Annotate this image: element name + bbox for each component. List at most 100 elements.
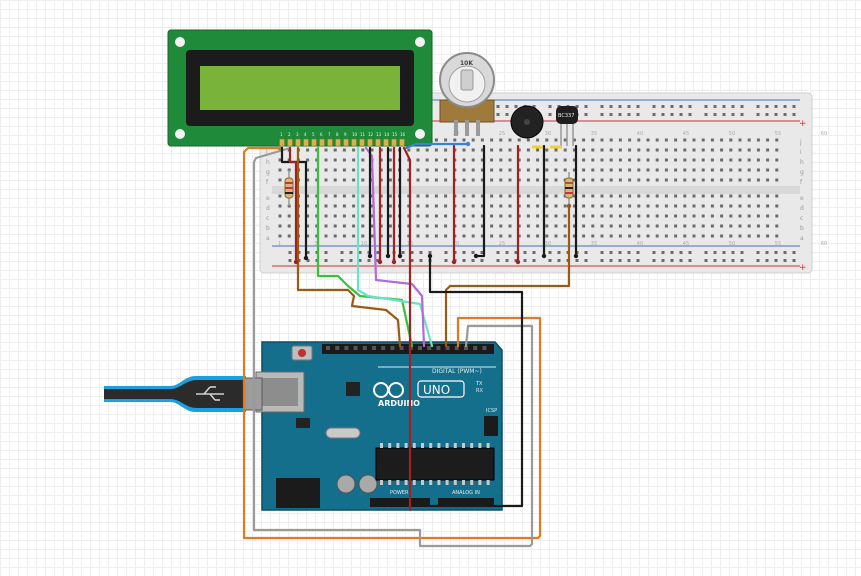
hole: [729, 148, 733, 152]
resistor: [284, 170, 294, 206]
row-label: i: [800, 149, 802, 156]
hole: [508, 214, 512, 218]
hole: [582, 168, 586, 172]
hole: [428, 251, 432, 254]
capacitor: [358, 474, 378, 494]
hole: [618, 224, 622, 228]
chip-leg: [486, 480, 490, 485]
hole: [361, 234, 365, 238]
hole: [557, 251, 561, 254]
hole: [756, 204, 760, 208]
header-pin: [353, 346, 358, 350]
chip-leg: [412, 443, 416, 448]
hole: [505, 105, 509, 108]
hole: [683, 138, 687, 142]
hole: [688, 259, 692, 262]
analog-header: [438, 498, 494, 507]
hole: [388, 178, 392, 182]
hole: [508, 234, 512, 238]
hole: [722, 105, 726, 108]
hole: [508, 168, 512, 172]
hole: [324, 158, 328, 162]
column-label: 45: [683, 241, 689, 247]
hole: [679, 113, 683, 116]
hole: [637, 194, 641, 198]
hole: [517, 204, 521, 208]
hole: [517, 168, 521, 172]
hole: [352, 194, 356, 198]
hole: [710, 234, 714, 238]
wire-gray: [252, 146, 534, 548]
hole: [652, 259, 656, 262]
hole: [526, 138, 530, 142]
hole: [526, 204, 530, 208]
hole: [536, 158, 540, 162]
hole: [333, 158, 337, 162]
hole: [315, 234, 319, 238]
hole: [554, 138, 558, 142]
hole: [505, 113, 509, 116]
row-label: c: [266, 215, 269, 222]
hole: [444, 224, 448, 228]
hole: [766, 178, 770, 182]
row-label: b: [800, 225, 804, 232]
hole: [554, 204, 558, 208]
hole: [591, 148, 595, 152]
hole: [661, 251, 665, 254]
hole: [582, 194, 586, 198]
hole: [508, 138, 512, 142]
hole: [548, 259, 552, 262]
hole: [536, 224, 540, 228]
wire-end: [377, 259, 383, 265]
hole: [545, 214, 549, 218]
hole: [710, 214, 714, 218]
hole: [655, 204, 659, 208]
hole: [720, 214, 724, 218]
hole: [434, 168, 438, 172]
hole: [618, 148, 622, 152]
lcd-pin-label: 4: [304, 132, 307, 137]
hole: [692, 224, 696, 228]
hole: [306, 234, 310, 238]
row-label: g: [266, 169, 270, 176]
chip-leg: [478, 480, 482, 485]
wire-end: [293, 259, 299, 265]
row-label: d: [266, 205, 270, 212]
hole: [674, 158, 678, 162]
hole: [434, 138, 438, 142]
hole: [591, 204, 595, 208]
analog-label: ANALOG IN: [452, 490, 480, 496]
hole: [315, 194, 319, 198]
row-label: i: [266, 149, 268, 156]
hole: [324, 259, 328, 262]
hole: [278, 224, 282, 228]
hole: [670, 113, 674, 116]
hole: [692, 204, 696, 208]
hole: [775, 214, 779, 218]
potentiometer: 10K: [439, 52, 495, 136]
chip-leg: [421, 480, 424, 485]
hole: [646, 214, 650, 218]
lcd-pin-label: 9: [344, 132, 347, 137]
hole: [618, 194, 622, 198]
hole: [444, 251, 448, 254]
hole: [600, 214, 604, 218]
hole: [548, 251, 552, 254]
hole: [333, 204, 337, 208]
hole: [508, 158, 512, 162]
lcd-pin: [279, 138, 285, 147]
hole: [434, 158, 438, 162]
hole: [434, 148, 438, 152]
hole: [600, 234, 604, 238]
hole: [674, 234, 678, 238]
hole: [747, 138, 751, 142]
rx-label: RX: [476, 388, 483, 394]
hole: [747, 168, 751, 172]
hole: [674, 178, 678, 182]
hole: [683, 224, 687, 228]
header-pin: [418, 346, 422, 350]
hole: [545, 158, 549, 162]
hole: [523, 259, 527, 262]
hole: [508, 224, 512, 228]
hole: [731, 251, 735, 254]
